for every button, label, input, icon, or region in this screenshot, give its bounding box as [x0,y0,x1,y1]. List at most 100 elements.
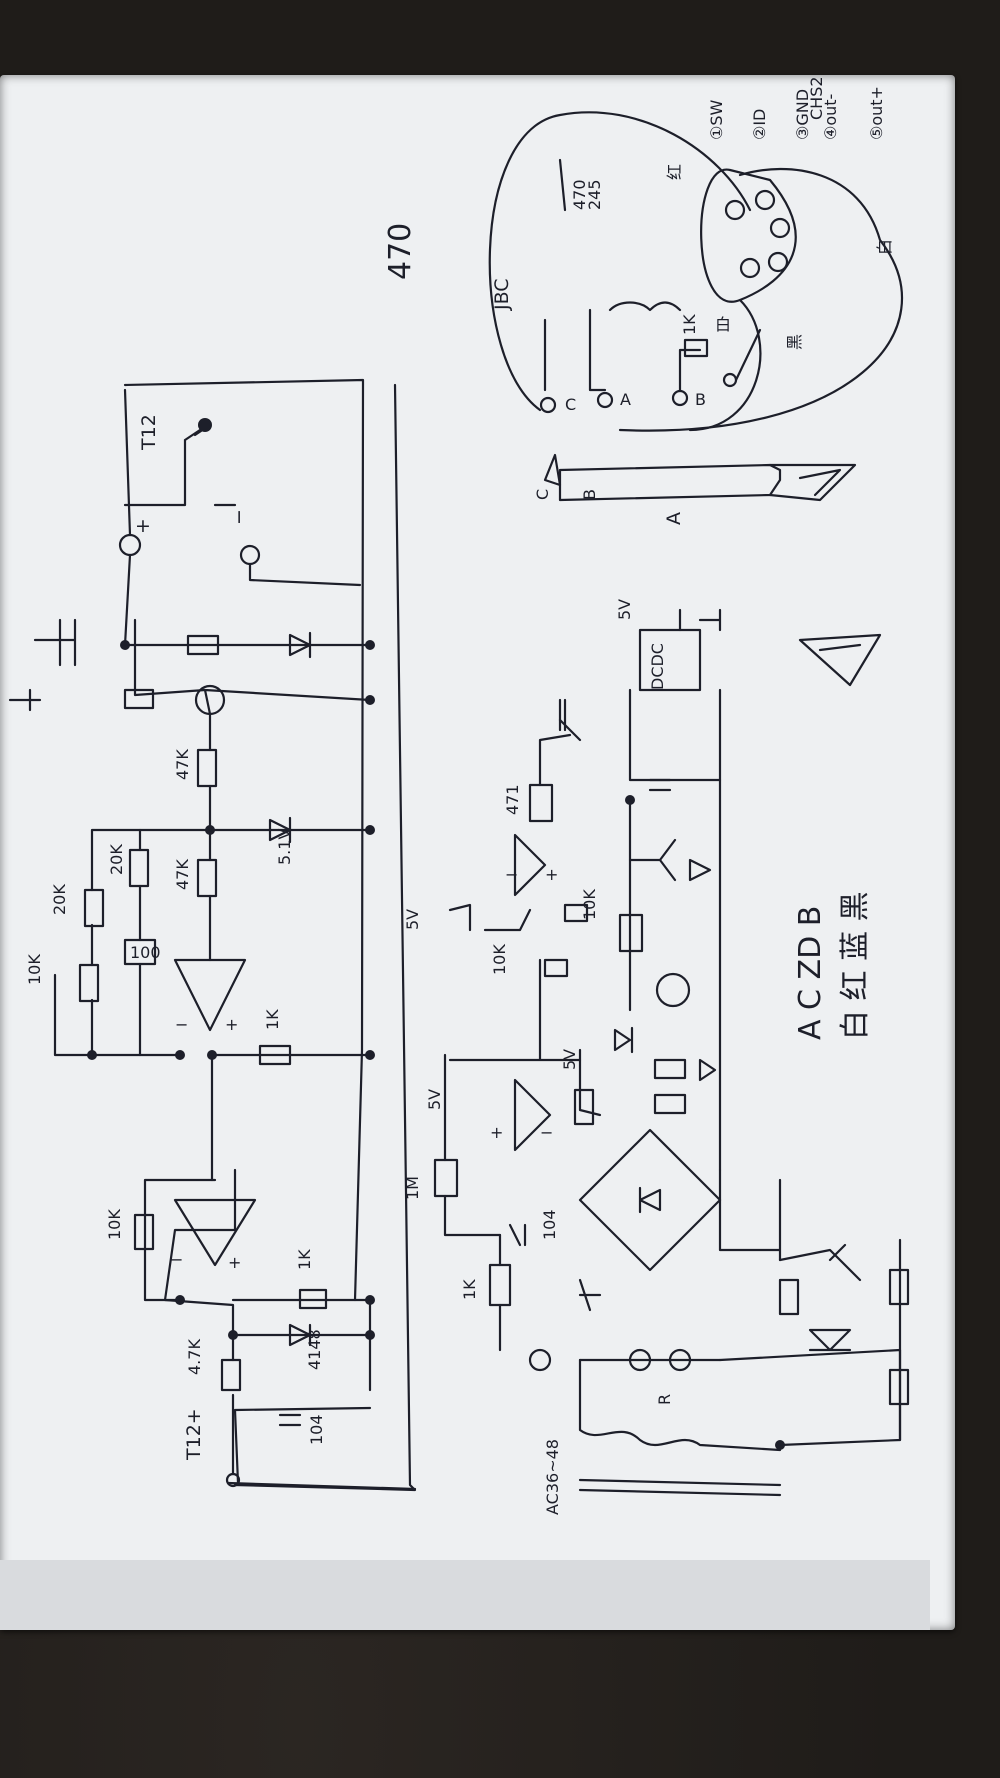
t12-plus-label: T12+ [183,1408,205,1461]
v5-c-label: 5V [425,1089,444,1110]
scr-device [778,1243,862,1282]
r-10k-c-label: 10K [490,944,509,975]
r-20k-a-label: 20K [50,884,69,915]
diode-4148 [288,1323,312,1347]
r-1k-a-label: 1K [295,1249,314,1270]
resistor-10k-feedback [133,1213,155,1251]
pin-4 [767,251,789,273]
resistor-zd-a [653,1058,687,1080]
potentiometer-10k [78,963,100,1003]
transformer-secondary [578,1358,782,1452]
opamp2-plus: + [225,1015,238,1034]
jbc-pin-a [596,391,614,409]
led-indicator [538,718,582,787]
pin-3 [769,217,791,239]
t12-label: T12 [138,414,160,451]
resistor-1k-b [258,1044,292,1066]
plus-terminal [118,533,142,557]
resistor-20k-a [83,888,105,928]
transformer-core [578,1478,782,1497]
dcdc-label: DCDC [648,643,667,690]
resistor-47k-b [196,858,218,898]
jbc-label: JBC [491,278,513,311]
opamp4-plus: + [490,1123,503,1142]
pin-out-minus-label: ④out- [821,94,840,140]
v5-b-label: 5V [403,909,422,930]
pin-id-label: ②ID [750,109,769,140]
red-label: 红 [665,164,684,180]
resistor-5v-bias [573,1088,595,1126]
pot-100-label: 100 [130,943,161,962]
white-label-2: 白 [875,239,894,255]
ac-input-label: AC36~48 [543,1439,562,1515]
connector-outline-left [488,111,752,412]
capacitor-104 [278,1413,302,1427]
r-47k-b-label: 47K [173,859,192,890]
opamp-1 [173,1198,257,1267]
ground-bus-left [233,1406,372,1485]
capacitor-output [33,618,77,667]
opamp1-plus: + [228,1253,241,1272]
plus-label: + [135,515,151,537]
diode-output [288,631,312,659]
outer-rail [233,383,417,1492]
resistor-gate-a [778,1278,800,1316]
resistor-base [123,688,155,710]
r-1k-c-label: 1K [680,314,699,335]
bridge-rectifier [578,1128,722,1272]
r-20k-b-label: 20K [107,844,126,875]
resistor-1k-c [683,338,709,358]
paper-page-edge [0,1560,930,1630]
transistor-q2 [655,972,691,1008]
opamp4-minus: − [540,1123,553,1142]
jbc-245-label: 245 [585,179,604,210]
c-104-b-label: 104 [540,1209,559,1240]
jbc-pin-c [539,396,557,414]
connector-body [700,168,797,303]
capacitor-104-b [508,1223,527,1247]
pin-5 [739,257,761,279]
value-470: 470 [383,223,418,280]
opamp-4 [513,1078,552,1152]
power-circuit: DCDC 5V − + + − 471 5V 5V 5V [403,599,910,1515]
r-471-label: 471 [503,784,522,815]
ac-input-terminal [528,1348,552,1372]
v5-a-label: 5V [615,599,634,620]
soldering-tip-sketch: C B A [533,453,857,525]
r-1k-d-label: 1K [460,1279,479,1300]
main-amplifier-circuit: T12+ 4.7K 104 4148 1K − + 10K 1K [8,223,418,1492]
r-10k-d-label: 10K [580,889,599,920]
minus-label: − [228,509,250,525]
opamp-3 [513,833,547,897]
jbc-pin-a-label: A [620,390,631,409]
r-10k-pot-label: 10K [25,954,44,985]
heater-coil [608,301,682,312]
triac-device [808,1328,852,1352]
zener-zd [698,1058,717,1082]
connector-outline-right [618,167,904,432]
tip-b-label: B [580,489,599,500]
zener-label: 5.1V [275,829,294,865]
jbc-470-label: 470 [570,179,589,210]
jbc-pin-c-label: C [565,395,576,414]
jbc-pin-b-label: B [695,390,706,409]
resistor-47k-a [196,748,218,788]
legend-bottom: 白 红 蓝 黑 [838,891,873,1040]
resistor-1k-d [488,1263,512,1307]
jbc-pin-b [671,389,689,407]
color-legend: A C ZD B 白 红 蓝 黑 [793,891,873,1040]
ground-symbol-b [578,1278,602,1312]
r-47k-a-label: 47K [173,749,192,780]
transistor-q1 [628,838,677,882]
opamp2-minus: − [175,1015,188,1034]
opamp1-minus: − [170,1250,183,1269]
pin-out-plus-label: ⑤out+ [867,86,886,140]
white-label-1: 白 [715,315,731,334]
r-1k-b-label: 1K [263,1009,282,1030]
r-10k-fb-label: 10K [105,1209,124,1240]
ground-rail-main [123,378,365,1302]
r-label: R [655,1394,674,1405]
pin-2 [754,189,776,211]
jbc-connector-diagram: JBC 470 245 C A B 1K 白 红 黑 白 ①SW ②ID ③GN… [488,76,904,432]
